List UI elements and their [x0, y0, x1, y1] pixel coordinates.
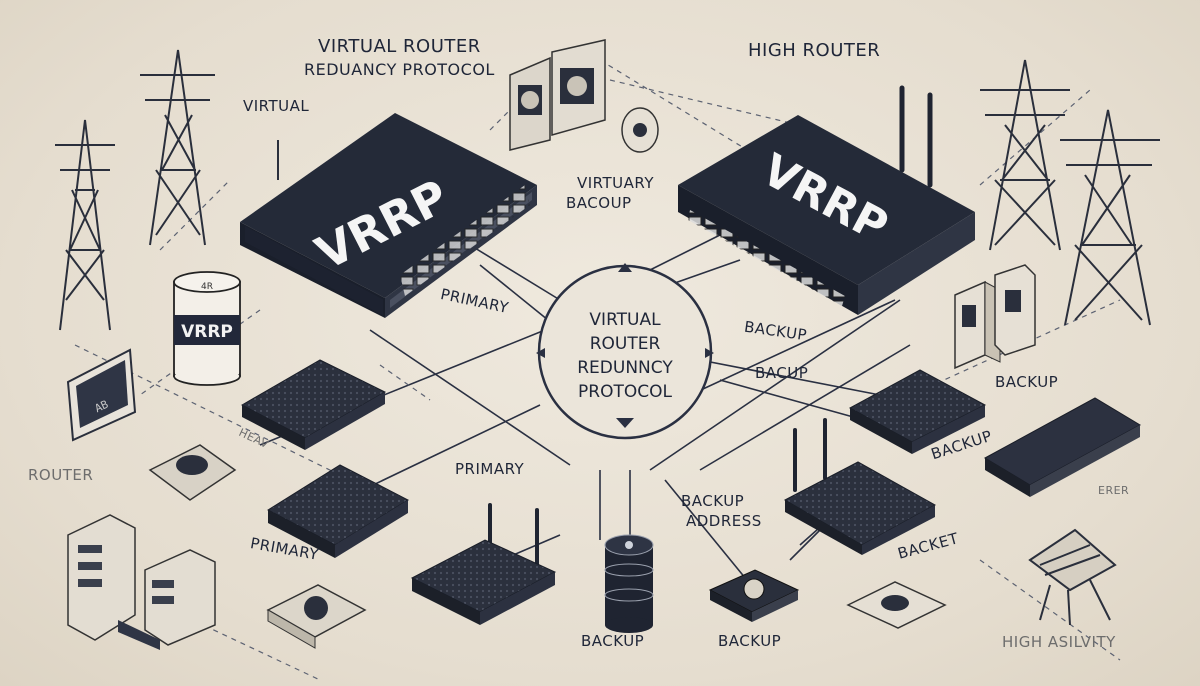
disk-icon: [621, 107, 659, 153]
center-line-1: VIRTUAL: [589, 310, 661, 330]
tablet-icon: [846, 581, 947, 629]
antenna-icon: [899, 85, 933, 188]
router-icon: [148, 444, 237, 501]
router-label: ROUTER: [28, 466, 94, 484]
faded-label: ERER: [1098, 484, 1130, 497]
server-icon: [509, 39, 606, 151]
easel-icon: [1028, 528, 1117, 626]
title-line-1: VIRTUAL ROUTER: [318, 36, 481, 57]
link-line: [469, 244, 561, 301]
monitor-icon: AB: [66, 348, 137, 442]
backup-label: BACKUP: [718, 632, 782, 650]
link-line: [699, 344, 911, 471]
link-line: [639, 234, 721, 276]
tower-icon: [980, 59, 1070, 251]
center-line-2: ROUTER: [589, 334, 661, 354]
server-icon: [954, 264, 1036, 370]
backup-label: BACUP: [755, 364, 809, 382]
link-line: [369, 329, 571, 466]
link-line: [664, 479, 756, 591]
database-cylinder-icon: VRRP 4R: [173, 271, 241, 386]
tower-icon: [55, 119, 115, 331]
center-protocol-label: VIRTUAL ROUTER REDUNNCY PROTOCOL: [538, 272, 712, 432]
gateway-icon: [266, 584, 367, 649]
wireless-router-icon: [410, 503, 557, 625]
primary-label: PRIMARY: [455, 460, 525, 478]
tower-icon: [1060, 109, 1160, 326]
monitor-label: AB: [93, 398, 111, 416]
network-switch-icon: [240, 359, 387, 450]
main-switch-left: VRRP: [240, 113, 537, 318]
backup-label: BACKUP: [581, 632, 645, 650]
database-stack-icon: [604, 534, 654, 633]
link-line: [689, 299, 896, 396]
backup-label: BACKUP: [995, 373, 1059, 391]
backup-address-label: ADDRESS: [686, 512, 762, 530]
center-hub-circle: [536, 263, 714, 440]
virtual-label: VIRTUAL: [243, 97, 310, 115]
bacoup-label: BACOUP: [566, 194, 632, 212]
port-panel: [245, 226, 383, 316]
dashed-link: [379, 364, 431, 401]
backup-address-label: BACKUP: [681, 492, 745, 510]
cylinder-top-label: 4R: [201, 282, 213, 292]
high-router-label: HIGH ROUTER: [748, 40, 881, 61]
tower-icon: [140, 49, 215, 246]
title-line-2: REDUANCY PROTOCOL: [304, 60, 495, 79]
wireless-router-icon: [783, 418, 937, 555]
center-line-4: PROTOCOL: [578, 382, 672, 402]
link-line: [699, 359, 881, 396]
link-line: [479, 264, 549, 321]
link-line: [649, 299, 901, 471]
high-asilvity-label: HIGH ASILVITY: [1002, 633, 1116, 651]
center-line-3: REDUNNCY: [577, 358, 673, 378]
main-switch-right: VRRP: [678, 115, 975, 315]
network-switch-icon: [848, 369, 987, 454]
access-point-icon: [708, 569, 800, 622]
dashed-link: [489, 99, 521, 131]
server-rack-icon: [67, 514, 216, 650]
dashed-link: [159, 179, 231, 251]
dashed-link: [979, 559, 1121, 661]
virtuary-label: VIRTUARY: [577, 174, 655, 192]
network-switch-icon: [266, 464, 410, 558]
cylinder-label: VRRP: [181, 322, 233, 342]
network-switch-icon: [983, 397, 1142, 497]
